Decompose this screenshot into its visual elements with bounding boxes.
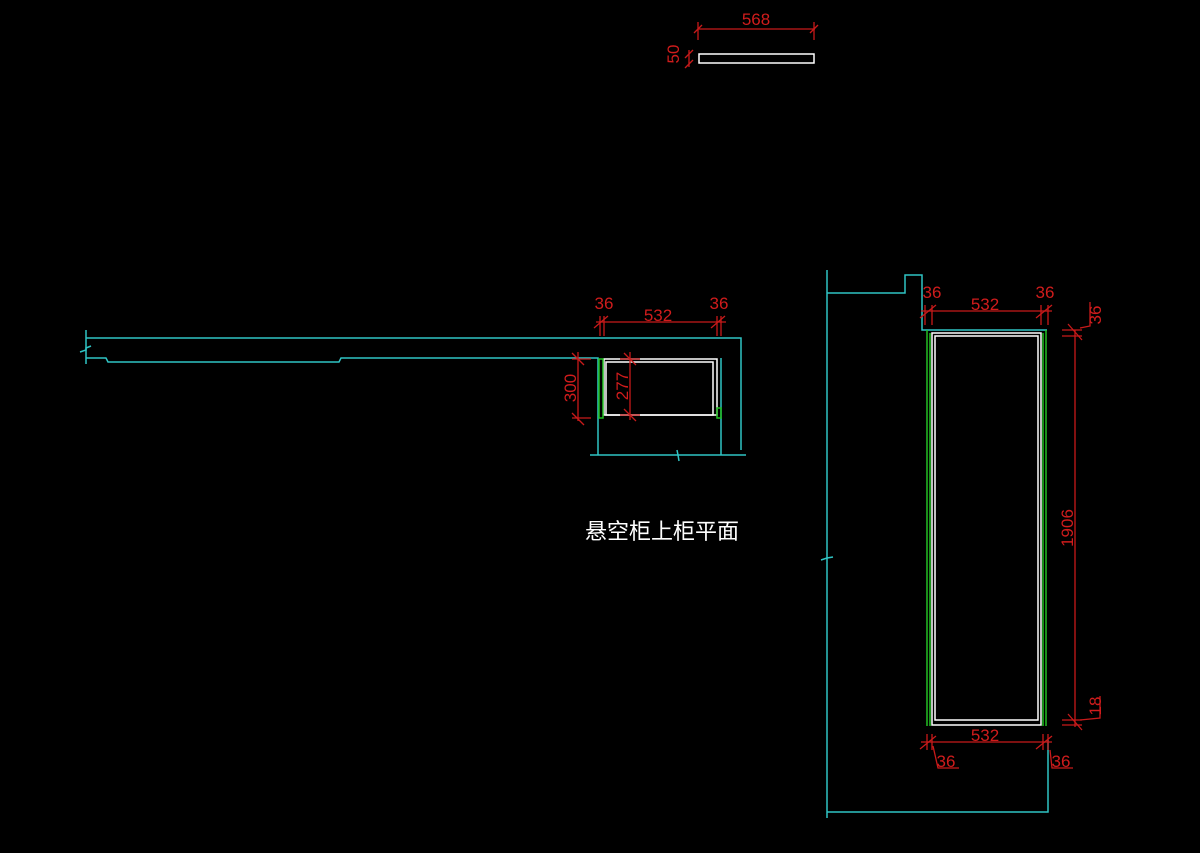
dimension-label: 36: [710, 294, 729, 313]
dimension-label: 300: [561, 374, 580, 402]
shelf-detail: 568 50: [664, 10, 819, 69]
dimension-label: 277: [613, 372, 632, 400]
cabinet-elevation: [926, 330, 1047, 726]
dimension-label: 36: [1036, 283, 1055, 302]
dimension-label: 532: [644, 306, 672, 325]
wall-outline: [820, 270, 1049, 818]
dimension-label: 50: [664, 45, 683, 64]
shelf-thickness-dimension: 50: [664, 45, 694, 69]
dimension-label: 36: [923, 283, 942, 302]
dimension-label: 36: [937, 752, 956, 771]
elevation-height-dimension: 1906 18: [1058, 330, 1105, 731]
plan-width-dimensions: 36 532 36: [593, 294, 729, 336]
dimension-label: 36: [1052, 752, 1071, 771]
dimension-label: 532: [971, 295, 999, 314]
dimension-label: 568: [742, 10, 770, 29]
shelf-board: [698, 53, 815, 64]
elevation-top-dimensions: 36 532 36 36: [919, 283, 1105, 341]
dimension-label: 1906: [1058, 509, 1077, 547]
drawing-title: 悬空柜上柜平面: [585, 520, 739, 545]
dimension-label: 36: [595, 294, 614, 313]
shelf-width-dimension: 568: [693, 10, 819, 40]
elevation-bottom-dimensions: 532 36 36: [919, 726, 1073, 771]
elevation-view: 36 532 36 36 1906 18 532: [820, 270, 1105, 818]
dimension-label: 532: [971, 726, 999, 745]
dimension-label: 18: [1086, 697, 1105, 716]
plan-depth-dimensions: 300 277: [561, 352, 640, 426]
wall-outline: [79, 330, 746, 462]
dimension-label: 36: [1086, 306, 1105, 325]
plan-view: 36 532 36 300 277 悬空柜上柜平面: [79, 294, 746, 545]
cabinet-plan: [598, 358, 722, 419]
